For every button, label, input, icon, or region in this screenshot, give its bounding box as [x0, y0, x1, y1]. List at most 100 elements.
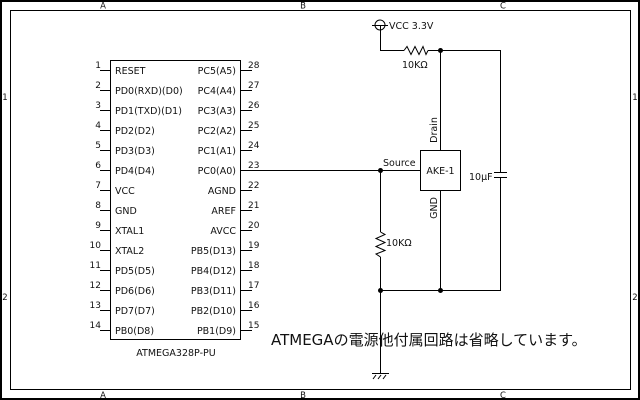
- pin-label: PB5(D13): [191, 246, 236, 257]
- omission-note: ATMEGAの電源他付属回路は省略しています。: [271, 331, 587, 349]
- frame-col-label-bottom-c: C: [500, 391, 506, 400]
- pin-label: PD5(D5): [115, 266, 155, 277]
- sensor-source-label: Source: [383, 158, 416, 169]
- ground-hatch: [372, 374, 377, 380]
- vcc-label: VCC 3.3V: [389, 21, 434, 32]
- sensor-drain-label: Drain: [429, 117, 440, 143]
- wire-pullup-to-capacitor: [428, 50, 501, 172]
- vcc-power-symbol[interactable]: VCC 3.3V: [372, 19, 434, 32]
- pin-number: 6: [95, 161, 101, 171]
- capacitor[interactable]: 10µF: [469, 172, 507, 183]
- frame-col-label-top-a: A: [100, 2, 106, 12]
- pin-label: AREF: [211, 206, 236, 217]
- source-resistor-value: 10KΩ: [386, 238, 412, 249]
- pin-number: 22: [248, 181, 259, 191]
- pin-number: 4: [95, 121, 101, 131]
- pin-number: 5: [95, 141, 101, 151]
- pin-label: PB0(D8): [115, 326, 154, 337]
- junction-dot: [378, 168, 383, 173]
- pin-label: PD6(D6): [115, 286, 155, 297]
- ground-symbol[interactable]: [372, 373, 389, 380]
- wires: [251, 25, 501, 373]
- ake-1-sensor[interactable]: AKE-1 Drain GND Source: [383, 117, 461, 219]
- frame-row-label-left-1: 1: [2, 93, 7, 103]
- pin-label: XTAL1: [115, 226, 144, 237]
- pin-number: 27: [248, 81, 259, 91]
- frame-col-label-top-c: C: [500, 2, 506, 12]
- pin-label: PC5(A5): [198, 66, 236, 77]
- pin-number: 23: [248, 161, 259, 171]
- junction-dot: [378, 288, 383, 293]
- pullup-resistor-value: 10KΩ: [402, 60, 428, 71]
- pin-label: PD0(RXD)(D0): [115, 86, 183, 97]
- pin-number: 21: [248, 201, 259, 211]
- pin-number: 12: [90, 281, 101, 291]
- pin-number: 16: [248, 301, 260, 311]
- pin-label: RESET: [115, 66, 146, 77]
- pin-label: GND: [115, 206, 137, 217]
- capacitor-value: 10µF: [469, 172, 493, 183]
- pin-number: 14: [90, 321, 102, 331]
- pin-label: PD4(D4): [115, 166, 155, 177]
- pin-number: 18: [248, 261, 260, 271]
- ground-hatch: [377, 374, 382, 380]
- pin-number: 15: [248, 321, 259, 331]
- pin-label: PC4(A4): [198, 86, 236, 97]
- pin-label: PB1(D9): [197, 326, 236, 337]
- pin-number: 2: [95, 81, 101, 91]
- pin-number: 20: [248, 221, 260, 231]
- pullup-resistor[interactable]: 10KΩ: [402, 45, 429, 72]
- pin-number: 10: [90, 241, 102, 251]
- pin-label: PC0(A0): [198, 166, 236, 177]
- frame-row-label-right-1: 1: [632, 93, 637, 103]
- chip-body: [110, 60, 241, 340]
- pin-number: 7: [95, 181, 101, 191]
- frame-row-label-left-2: 2: [2, 293, 7, 303]
- pin-label: AVCC: [210, 226, 236, 237]
- pin-label: PB2(D10): [191, 306, 236, 317]
- frame-col-label-top-b: B: [300, 2, 306, 12]
- source-resistor[interactable]: 10KΩ: [374, 231, 412, 258]
- pin-number: 26: [248, 101, 260, 111]
- pin-number: 11: [90, 261, 101, 271]
- chip-part-name: ATMEGA328P-PU: [136, 348, 215, 359]
- pin-label: AGND: [208, 186, 236, 197]
- frame-row-label-right-2: 2: [632, 293, 637, 303]
- pin-number: 9: [95, 221, 101, 231]
- frame-inner-border: [10, 10, 631, 390]
- pin-label: PB4(D12): [191, 266, 236, 277]
- sensor-name: AKE-1: [426, 166, 454, 177]
